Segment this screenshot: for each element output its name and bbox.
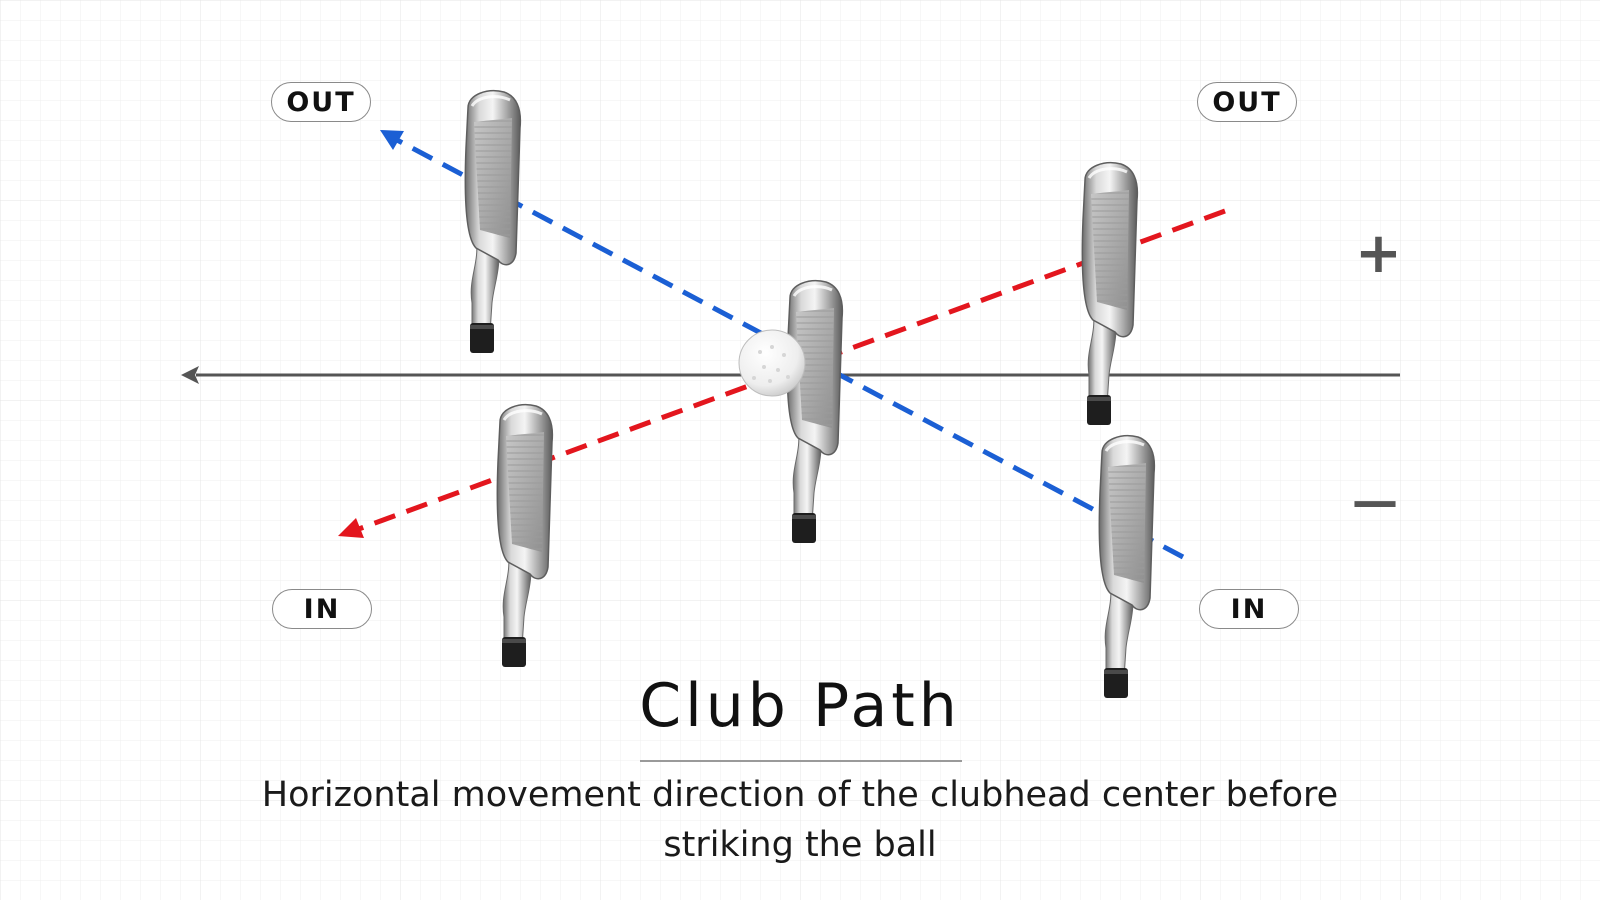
title-underline	[640, 760, 962, 762]
arrow-left-icon	[181, 366, 199, 384]
diagram-description: Horizontal movement direction of the clu…	[261, 775, 1339, 865]
diagram-title: Club Path	[639, 671, 961, 741]
plus-sign: +	[1355, 221, 1402, 286]
minus-sign: —	[1352, 474, 1398, 528]
out-label-left: OUT	[271, 82, 371, 122]
red-arrow-head-icon	[338, 518, 364, 538]
in-label-right: IN	[1199, 589, 1299, 629]
golf-ball-icon	[738, 329, 806, 397]
in-label-left: IN	[272, 589, 372, 629]
out-label-right: OUT	[1197, 82, 1297, 122]
blue-arrow-head-icon	[380, 130, 404, 150]
